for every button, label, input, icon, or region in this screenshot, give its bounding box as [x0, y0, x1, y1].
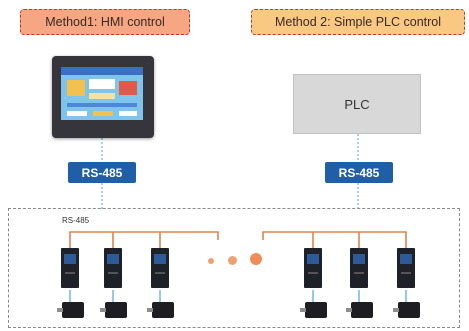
- motor-1: [57, 302, 84, 318]
- motor-6: [393, 302, 420, 318]
- motor-2: [100, 302, 127, 318]
- servo-drive-6: [397, 248, 415, 288]
- drive-network-frame: [8, 208, 460, 328]
- rs485-badge-right: RS-485: [325, 162, 393, 183]
- continuation-dot-2: [228, 256, 237, 265]
- motor-3: [147, 302, 174, 318]
- rs485-badge-left-label: RS-485: [81, 165, 123, 180]
- rs485-badge-right-label: RS-485: [338, 165, 380, 180]
- servo-drive-2: [104, 248, 122, 288]
- plc-label: PLC: [344, 96, 370, 112]
- rs485-bus-right: [262, 231, 407, 248]
- servo-drive-4: [304, 248, 322, 288]
- servo-drive-3: [151, 248, 169, 288]
- rs485-bus-left: [69, 231, 219, 248]
- method2-label: Method 2: Simple PLC control: [274, 15, 442, 29]
- hmi-panel-image: [52, 56, 154, 138]
- motor-5: [346, 302, 373, 318]
- servo-drive-5: [350, 248, 368, 288]
- method2-plc-control-tag: Method 2: Simple PLC control: [251, 9, 465, 35]
- rs485-bus-label: RS-485: [62, 216, 90, 225]
- method1-label: Method1: HMI control: [45, 15, 165, 29]
- motor-4: [300, 302, 327, 318]
- continuation-dot-3: [250, 253, 262, 265]
- servo-drive-1: [61, 248, 79, 288]
- method1-hmi-control-tag: Method1: HMI control: [20, 9, 190, 35]
- hmi-screen: [61, 67, 143, 120]
- continuation-dot-1: [208, 258, 214, 264]
- plc-box: PLC: [293, 74, 421, 134]
- rs485-badge-left: RS-485: [68, 162, 136, 183]
